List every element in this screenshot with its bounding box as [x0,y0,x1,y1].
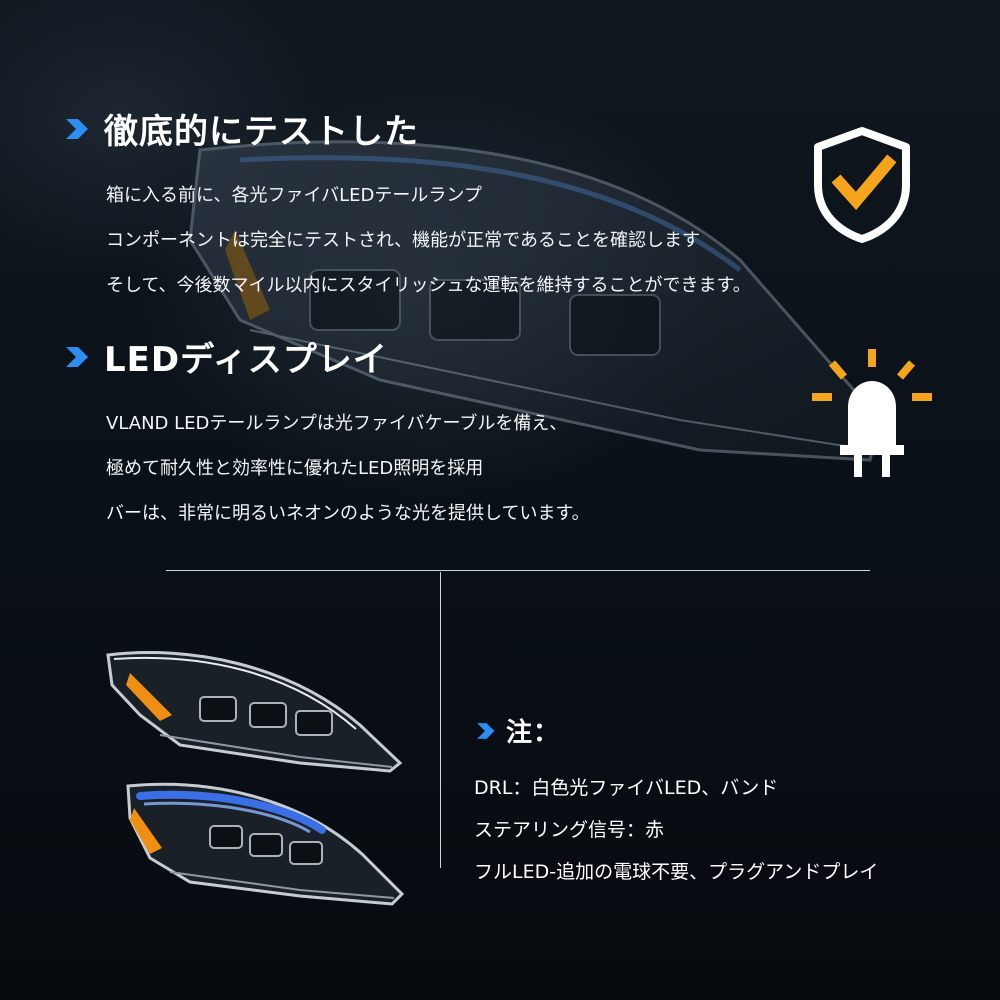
hero-headlamp-image [188,140,882,462]
section-led-title: LEDディスプレイ [104,340,388,380]
chevron-right-icon [66,118,88,139]
section-led-line: 極めて耐久性と効率性に優れたLED照明を採用 [106,458,484,479]
notes-title: 注： [506,718,561,748]
chevron-right-icon [66,346,88,367]
section-led-line: VLAND LEDテールランプは光ファイバケーブルを備え、 [106,413,568,434]
section-tested-line: コンポーネントは完全にテストされ、機能が正常であることを確認します [106,230,700,251]
notes-heading-row: 注： [474,712,994,749]
section-tested-title: 徹底的にテストした [104,112,419,152]
notes-line: ステアリング信号：赤 [474,819,665,841]
section-led-body: VLAND LEDテールランプは光ファイバケーブルを備え、 極めて耐久性と効率性… [62,401,822,536]
light-bulb-icon [812,349,932,477]
notes-line: DRL：白色光ファイバLED、バンド [474,777,779,799]
section-tested-body: 箱に入る前に、各光ファイバLEDテールランプ コンポーネントは完全にテストされ、… [62,173,822,308]
shield-check-icon [814,127,910,243]
section-tested: 徹底的にテストした 箱に入る前に、各光ファイバLEDテールランプ コンポーネント… [62,104,822,308]
section-led-line: バーは、非常に明るいネオンのような光を提供しています。 [106,503,590,524]
chevron-right-icon [477,722,495,739]
headlamp-image-on [126,782,405,906]
section-tested-line: 箱に入る前に、各光ファイバLEDテールランプ [106,185,482,206]
headlamp-image-off [106,651,403,773]
section-led-heading-row: LEDディスプレイ [62,332,822,381]
vertical-divider [440,572,441,868]
section-led-display: LEDディスプレイ VLAND LEDテールランプは光ファイバケーブルを備え、 … [62,332,822,536]
notes-body: DRL：白色光ファイバLED、バンド ステアリング信号：赤 フルLED-追加の電… [474,767,994,893]
section-tested-line: そして、今後数マイル以内にスタイリッシュな運転を維持することができます。 [106,275,751,296]
notes-line: フルLED-追加の電球不要、プラグアンドプレイ [474,861,879,883]
section-tested-heading-row: 徹底的にテストした [62,104,822,153]
horizontal-divider [166,570,870,571]
notes-section: 注： DRL：白色光ファイバLED、バンド ステアリング信号：赤 フルLED-追… [474,712,994,893]
